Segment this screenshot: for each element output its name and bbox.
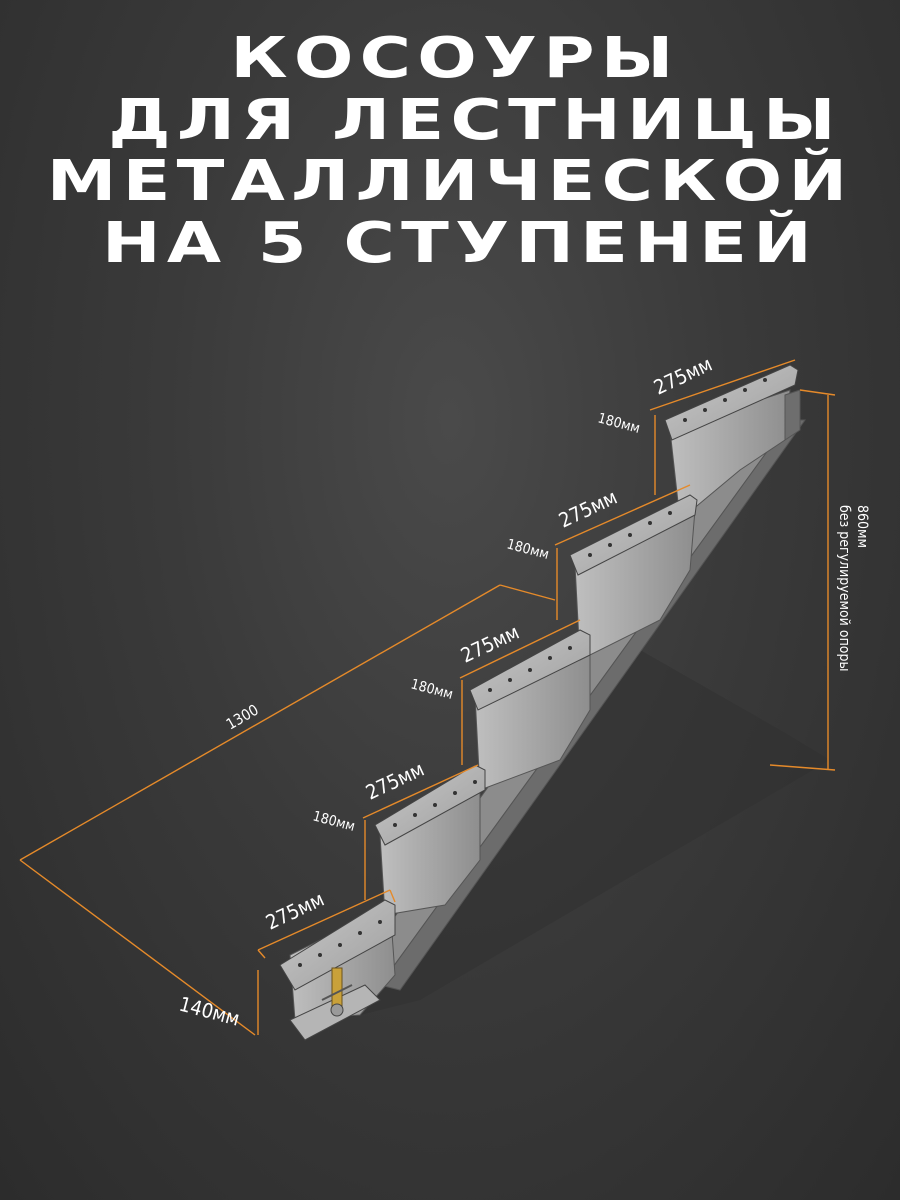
riser-label-3: 180мм xyxy=(505,536,551,563)
tread-label-1: 275мм xyxy=(262,887,328,935)
tread-plates xyxy=(279,364,799,991)
tread-plate-2 xyxy=(374,764,486,846)
bolt-holes xyxy=(298,378,767,967)
riser-label-2: 180мм xyxy=(409,676,455,703)
adjustable-support xyxy=(289,967,381,1041)
tread-label-2: 275мм xyxy=(362,757,428,805)
title-line-3: МЕТАЛЛИЧЕСКОЙ xyxy=(46,149,854,215)
riser-label-4: 180мм xyxy=(596,410,642,437)
title-line-1: КОСОУРЫ xyxy=(230,26,680,91)
tread-plate-5 xyxy=(664,364,799,441)
title-line-2: ДЛЯ ЛЕСТНИЦЫ xyxy=(108,87,842,153)
total-height-note: без регулируемой опоры xyxy=(836,505,852,671)
riser-label-1: 180мм xyxy=(311,808,357,835)
length-label: 1300 xyxy=(223,701,262,734)
page-title: КОСОУРЫ ДЛЯ ЛЕСТНИЦЫ МЕТАЛЛИЧЕСКОЙ НА 5 … xyxy=(0,28,900,274)
tread-label-4: 275мм xyxy=(555,485,621,533)
title-line-4: НА 5 СТУПЕНЕЙ xyxy=(102,210,818,276)
tread-label-5: 275мм xyxy=(650,352,716,400)
total-height-label: 860мм xyxy=(854,505,870,548)
tread-plate-1 xyxy=(279,899,396,991)
base-height-label: 140мм xyxy=(177,992,243,1031)
dimension-lines xyxy=(19,359,836,1036)
tread-plate-4 xyxy=(569,494,698,576)
tread-label-3: 275мм xyxy=(457,620,523,668)
